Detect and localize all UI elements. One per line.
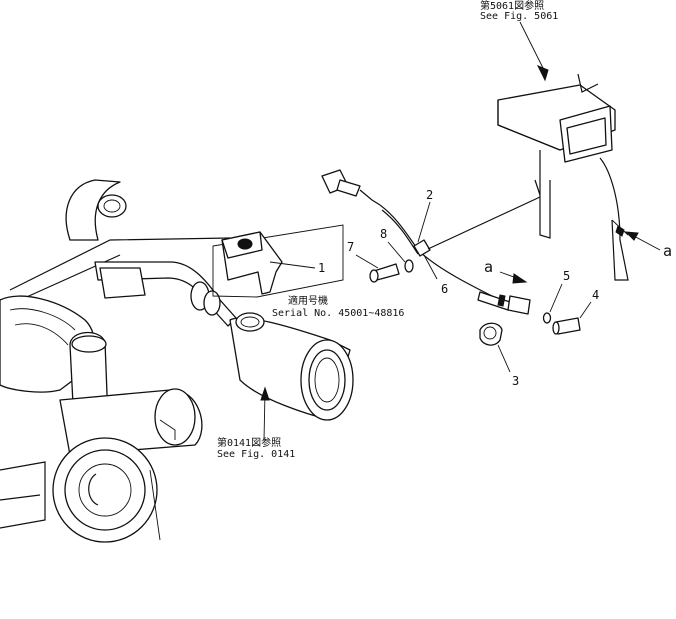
- callout-3: 3: [512, 374, 519, 388]
- callout-8: 8: [380, 227, 387, 241]
- engine-assembly: [0, 179, 237, 543]
- air-cleaner: [229, 312, 354, 421]
- callout-6: 6: [441, 282, 448, 296]
- view-marker-a-mid: a: [484, 258, 493, 276]
- callout-7: 7: [347, 240, 354, 254]
- callout-1: 1: [318, 261, 325, 275]
- callout-4: 4: [592, 288, 599, 302]
- cable-assembly: [321, 169, 581, 346]
- part-1-inset: [212, 224, 344, 298]
- view-marker-a-right: a: [663, 242, 672, 260]
- leader-lines: [260, 21, 661, 441]
- ref-fig0141-jp: 第0141図参照: [217, 436, 281, 449]
- ref-fig0141-en: See Fig. 0141: [217, 449, 295, 460]
- callout-5: 5: [563, 269, 570, 283]
- bracket-assembly: [497, 73, 629, 281]
- serial-label-jp: 適用号機: [288, 294, 328, 307]
- ref-fig5061-jp: 第5061図参照: [480, 0, 544, 12]
- serial-label-en: Serial No. 45001~48816: [272, 308, 404, 319]
- callout-2: 2: [426, 188, 433, 202]
- ref-fig5061-en: See Fig. 5061: [480, 11, 558, 22]
